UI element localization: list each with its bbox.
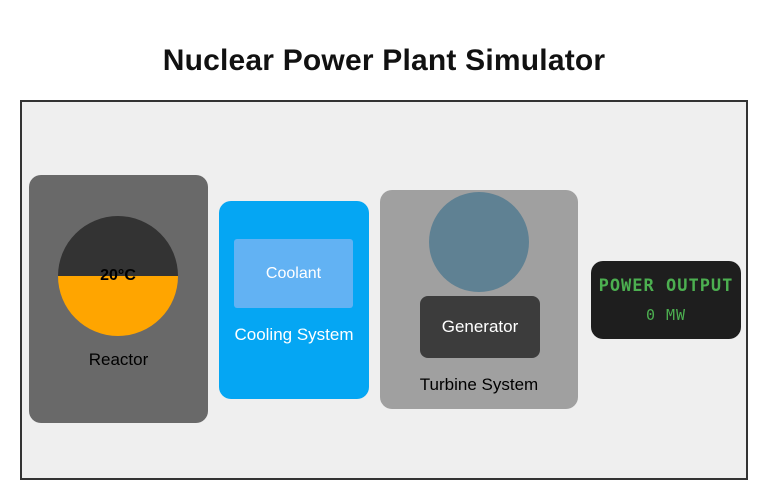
plant-panel: 20°C Reactor Coolant Cooling System Gene…	[20, 100, 748, 480]
power-output-display: POWER OUTPUT 0 MW	[591, 261, 741, 339]
turbine-system-label: Turbine System	[419, 375, 539, 394]
turbine-system-component[interactable]: Generator Turbine System	[380, 190, 578, 409]
cooling-system-component[interactable]: Coolant Cooling System	[219, 201, 369, 399]
reactor-core-gauge[interactable]: 20°C	[58, 216, 178, 336]
generator-button[interactable]: Generator	[420, 296, 540, 358]
coolant-box[interactable]: Coolant	[234, 239, 353, 308]
power-output-title: POWER OUTPUT	[598, 276, 734, 296]
page-title: Nuclear Power Plant Simulator	[162, 44, 606, 77]
cooling-system-label: Cooling System	[234, 325, 354, 344]
reactor-component[interactable]: 20°C Reactor	[29, 175, 208, 423]
reactor-temperature: 20°C	[100, 267, 136, 284]
reactor-label: Reactor	[88, 350, 149, 369]
power-output-value: 0 MW	[645, 306, 687, 324]
turbine-wheel-icon[interactable]	[429, 192, 529, 292]
